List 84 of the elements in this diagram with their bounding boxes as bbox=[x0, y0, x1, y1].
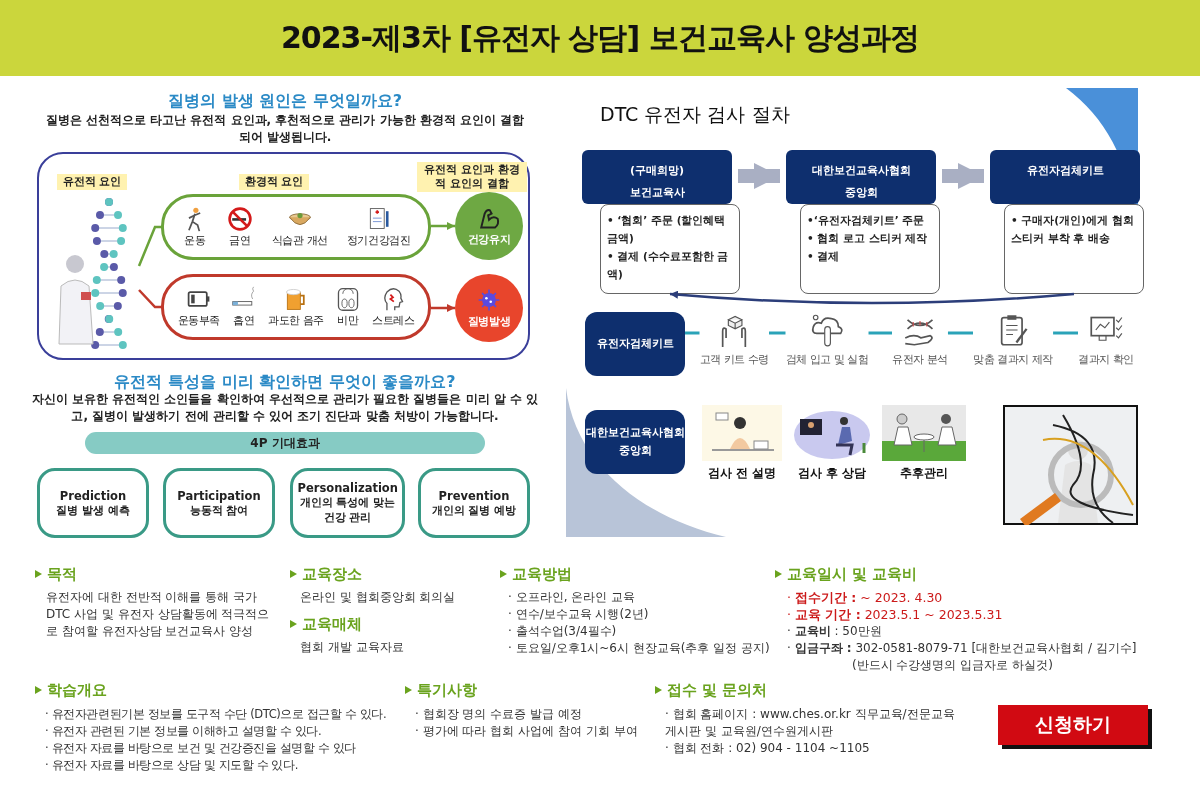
info-text: · 협회장 명의 수료증 발급 예정 bbox=[415, 706, 583, 723]
icon-caption: 운동부족 bbox=[177, 314, 220, 328]
section-heading: 교육일시 및 교육비 bbox=[775, 565, 1025, 584]
info-text: · 유전자 자료를 바탕으로 보건 및 건강증진을 설명할 수 있다 bbox=[45, 740, 357, 757]
info-text: 온라인 및 협회중앙회 회의실 bbox=[300, 589, 457, 606]
deadline-text: · 교육 기간 : 2023.5.1 ~ 2023.5.31 bbox=[787, 606, 1004, 623]
picture-caption: 추후관리 bbox=[900, 465, 948, 482]
section-question: 질병의 발생 원인은 무엇일까요? bbox=[167, 91, 403, 112]
icon-caption: 식습관 개선 bbox=[271, 234, 328, 248]
icon-caption: 비만 bbox=[337, 314, 359, 328]
panel-heading: DTC 유전자 검사 절차 bbox=[600, 102, 791, 127]
connector-line bbox=[685, 331, 700, 335]
connector-line bbox=[769, 331, 786, 335]
note-card: • ‘협회’ 주문 (할인혜택 금액) • 결제 (수수료포함한 금액) bbox=[600, 204, 740, 294]
info-text: · 협회 홈페이지 : www.ches.or.kr 직무교육/전문교육 게시판 및 교육원/연수원게시판 bbox=[665, 706, 955, 740]
block-arrow bbox=[942, 163, 984, 189]
icon-caption: 금연 bbox=[229, 234, 251, 248]
info-text: · 출석수업(3/4필수) bbox=[508, 623, 618, 640]
icon-caption: 운동 bbox=[183, 234, 206, 248]
group-heading: 유전적 요인 bbox=[57, 174, 127, 190]
intro-paragraph: 질병은 선천적으로 타고난 유전적 요인과, 후천적으로 관리가 가능한 환경적 요인이 결합되어 발생됩니다. bbox=[45, 112, 525, 146]
group-heading: 유전적 요인과 환경적 요인의 결합 bbox=[417, 162, 527, 192]
outcome-label: 건강유지 bbox=[467, 233, 511, 247]
rounded-pill-frame bbox=[161, 194, 431, 260]
connector-line bbox=[137, 225, 161, 267]
heading-band: 4P 기대효과 bbox=[85, 432, 485, 454]
section-heading: 교육매체 bbox=[290, 615, 470, 634]
process-box: 대한보건교육사협회 중앙회 bbox=[585, 410, 685, 474]
section-heading: 목적 bbox=[35, 565, 235, 584]
section-heading: 학습개요 bbox=[35, 681, 235, 700]
block-arrow bbox=[738, 163, 780, 189]
connector-line bbox=[868, 331, 892, 335]
info-text: · 토요일/오후1시~6시 현장교육(추후 일정 공지) bbox=[508, 640, 771, 657]
section-heading: 특기사항 bbox=[405, 681, 605, 700]
info-text: · 입금구좌 : 302-0581-8079-71 [대한보건교육사협회 / 김기수] bbox=[787, 640, 1138, 657]
connector-line bbox=[947, 331, 973, 335]
intro-paragraph: 자신이 보유한 유전적인 소인들을 확인하여 우선적으로 관리가 필요한 질병들은 미리 알 수 있고, 질병이 발생하기 전에 관리할 수 있어 조기 진단과 맞춤 처방이 가능합니다. bbox=[30, 391, 540, 425]
benefit-box: Prevention 개인의 질병 예방 bbox=[418, 468, 530, 538]
group-heading: 환경적 요인 bbox=[239, 174, 309, 190]
curved-arrow bbox=[669, 290, 1075, 305]
icon-caption: 고객 키트 수령 bbox=[699, 353, 769, 367]
section-question: 유전적 특성을 미리 확인하면 무엇이 좋을까요? bbox=[113, 372, 457, 393]
connector-line bbox=[138, 289, 161, 309]
benefit-box: Participation 능동적 참여 bbox=[163, 468, 275, 538]
icon-caption: 과도한 음주 bbox=[268, 314, 324, 328]
icon-caption: 스트레스 bbox=[372, 314, 415, 328]
info-text: · 연수/보수교육 시행(2년) bbox=[508, 606, 650, 623]
icon-caption: 결과지 확인 bbox=[1078, 353, 1134, 367]
info-text: · 협회 전화 : 02) 904 - 1104 ~1105 bbox=[665, 740, 871, 757]
icon-caption: 흡연 bbox=[233, 314, 255, 328]
icon-caption: 유전자 분석 bbox=[892, 353, 948, 367]
info-text: · 유전자관련된기본 정보를 도구적 수단 (DTC)으로 접근할 수 있다. bbox=[45, 706, 388, 723]
note-card: • 구매자(개인)에게 협회스티커 부착 후 배송 bbox=[1004, 204, 1144, 294]
deadline-text: · 접수기간 : ~ 2023. 4.30 bbox=[787, 589, 944, 606]
arrow bbox=[431, 304, 455, 312]
picture-caption: 검사 전 설명 bbox=[707, 465, 777, 482]
picture-caption: 검사 후 상담 bbox=[797, 465, 867, 482]
info-text: · 오프라인, 온라인 교육 bbox=[508, 589, 637, 606]
info-text: 유전자에 대한 전반적 이해를 통해 국가 DTC 사업 및 유전자 상담활동에 적극적으로 참여할 유전자상담 보건교육사 양성 bbox=[46, 589, 271, 640]
benefit-box: Personalization 개인의 특성에 맞는 건강 관리 bbox=[290, 468, 405, 538]
icon-caption: 검체 입고 및 실험 bbox=[785, 353, 869, 367]
process-box: 유전자검체키트 bbox=[585, 312, 685, 376]
benefit-box: Prediction 질병 발생 예측 bbox=[37, 468, 149, 538]
note-card: •‘유전자검체키트’ 주문 • 협회 로고 스티커 제작 • 결제 bbox=[800, 204, 940, 294]
process-box: 유전자검체키트 bbox=[990, 150, 1140, 204]
icon-caption: 정기건강검진 bbox=[346, 234, 411, 248]
section-heading: 접수 및 문의처 bbox=[655, 681, 905, 700]
info-text: · 유전자 관련된 기본 정보를 이해하고 설명할 수 있다. bbox=[45, 723, 323, 740]
info-text: · 교육비 : 50만원 bbox=[787, 623, 883, 640]
arrow bbox=[431, 222, 455, 230]
section-heading: 교육장소 bbox=[290, 565, 470, 584]
section-heading: 교육방법 bbox=[500, 565, 700, 584]
rounded-panel-frame bbox=[37, 152, 530, 360]
process-box: 대한보건교육사협회 중앙회 bbox=[786, 150, 936, 204]
outcome-label: 질병발생 bbox=[467, 315, 511, 329]
info-text: 협회 개발 교육자료 bbox=[300, 639, 405, 656]
info-text: · 평가에 따라 협회 사업에 참여 기회 부여 bbox=[415, 723, 639, 740]
info-text: · 유전자 자료를 바탕으로 상담 및 지도할 수 있다. bbox=[45, 757, 299, 774]
connector-line bbox=[1053, 331, 1078, 335]
icon-caption: 맞춤 결과지 제작 bbox=[973, 353, 1054, 367]
process-box: (구매희망) 보건교육사 bbox=[582, 150, 732, 204]
info-text: (반드시 수강생명의 입금자로 하실것) bbox=[852, 657, 1054, 674]
poster-title: 2023-제3차 [유전자 상담] 보건교육사 양성과정 bbox=[281, 18, 919, 57]
rounded-pill-frame bbox=[161, 274, 431, 340]
